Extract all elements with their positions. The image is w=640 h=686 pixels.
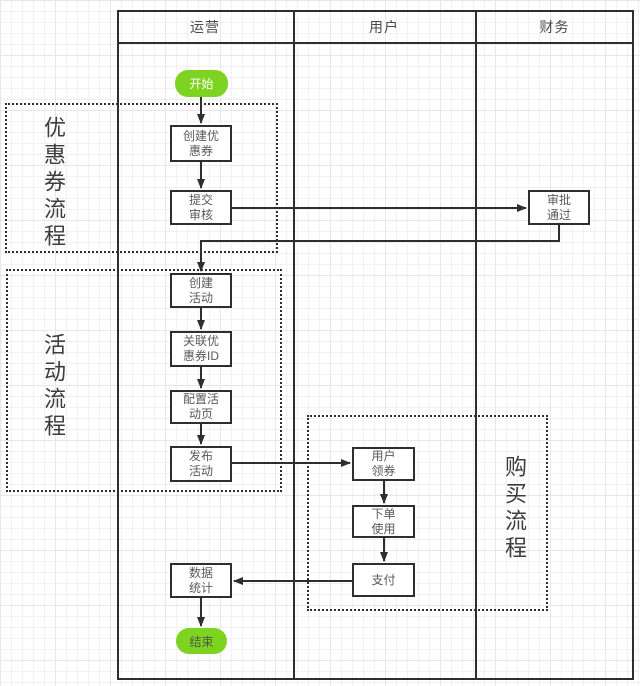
flow-node-data-stats: 数据 统计 — [170, 563, 232, 598]
lane-divider-operations-user — [293, 10, 295, 680]
group-label-purchase-process: 购买流程 — [502, 455, 527, 563]
group-label-coupon-process: 优惠券流程 — [41, 116, 66, 251]
flow-node-submit-review: 提交 审核 — [170, 190, 232, 225]
flow-node-publish-activity: 发布 活动 — [170, 446, 232, 482]
flow-node-create-coupon: 创建优 惠券 — [170, 125, 232, 162]
lane-header-user: 用户 — [369, 19, 399, 35]
lane-header-finance: 财务 — [539, 19, 570, 35]
start-node: 开始 — [175, 70, 228, 97]
lane-header-row — [117, 10, 634, 44]
swimlane-frame — [117, 10, 634, 680]
flow-node-config-activity-page: 配置活 动页 — [170, 390, 232, 424]
group-box-activity-process — [6, 269, 282, 492]
flow-node-approve-pass: 审批 通过 — [528, 190, 590, 225]
flow-node-order-use: 下单 使用 — [352, 505, 415, 538]
group-label-activity-process: 活动流程 — [41, 333, 66, 441]
lane-divider-user-finance — [475, 10, 477, 680]
flow-node-pay: 支付 — [352, 563, 415, 597]
end-node: 结束 — [176, 628, 227, 654]
group-box-purchase-process — [307, 415, 548, 611]
flow-node-link-coupon-id: 关联优 惠券ID — [170, 331, 232, 367]
flow-node-user-claim-coupon: 用户 领券 — [352, 447, 415, 481]
group-box-coupon-process — [5, 103, 278, 253]
flow-node-create-activity: 创建 活动 — [170, 273, 232, 308]
lane-header-operations: 运营 — [190, 19, 220, 35]
